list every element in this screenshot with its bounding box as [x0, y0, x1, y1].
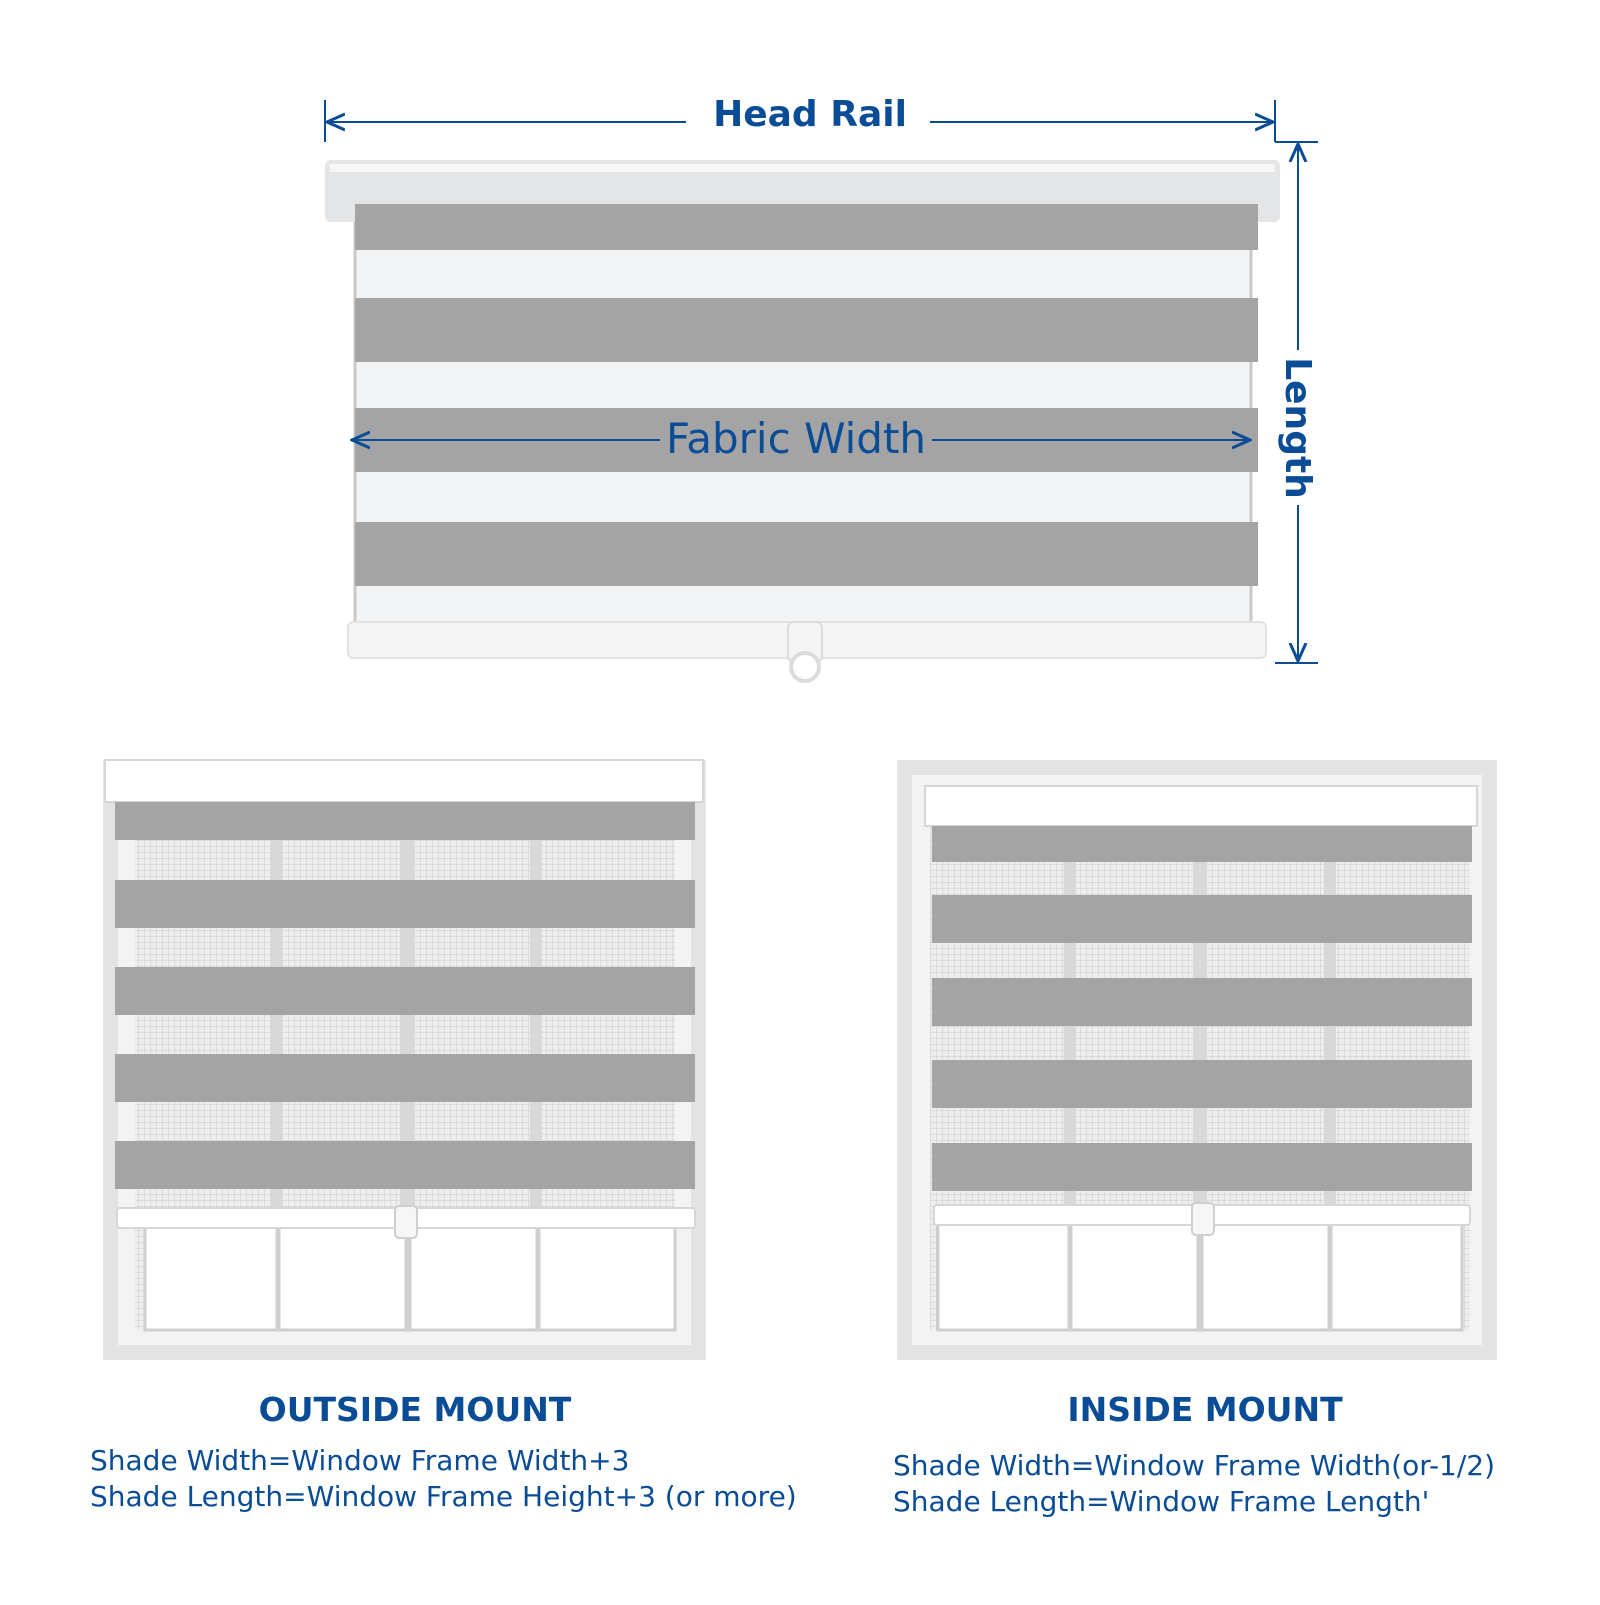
pull-handle: [787, 621, 823, 683]
outside-mount-title: OUTSIDE MOUNT: [258, 1390, 572, 1429]
length-label: Length: [1277, 357, 1318, 499]
outside-mount-illustration: [103, 759, 706, 1360]
outside-mount-length-formula: Shade Length=Window Frame Height+3 (or m…: [90, 1480, 797, 1513]
fabric-band: [355, 204, 1258, 250]
inside-mount-illustration: [897, 760, 1497, 1360]
fabric-band: [932, 895, 1472, 943]
top-blind: [324, 100, 1318, 683]
fabric-band: [115, 967, 695, 1015]
fabric-band: [115, 802, 695, 840]
fabric-width-label: Fabric Width: [665, 414, 927, 463]
inside-mount-title: INSIDE MOUNT: [1067, 1390, 1343, 1429]
cassette: [924, 785, 1478, 827]
inside-mount-length-formula: Shade Length=Window Frame Length': [893, 1485, 1430, 1518]
head-rail-label: Head Rail: [713, 94, 907, 135]
head-rail-dimension: [324, 100, 1276, 142]
fabric-band: [115, 1141, 695, 1189]
fabric-band: [355, 298, 1258, 362]
fabric-band: [355, 522, 1258, 586]
outside-mount-width-formula: Shade Width=Window Frame Width+3: [90, 1444, 630, 1477]
cassette: [104, 759, 704, 803]
inside-mount-width-formula: Shade Width=Window Frame Width(or-1/2): [893, 1449, 1496, 1482]
fabric-band: [115, 1054, 695, 1102]
fabric-band: [115, 880, 695, 928]
fabric-band: [932, 1143, 1472, 1191]
fabric-band: [932, 826, 1472, 862]
fabric-band: [932, 978, 1472, 1026]
fabric-band: [932, 1060, 1472, 1108]
length-dimension: [1275, 141, 1318, 664]
